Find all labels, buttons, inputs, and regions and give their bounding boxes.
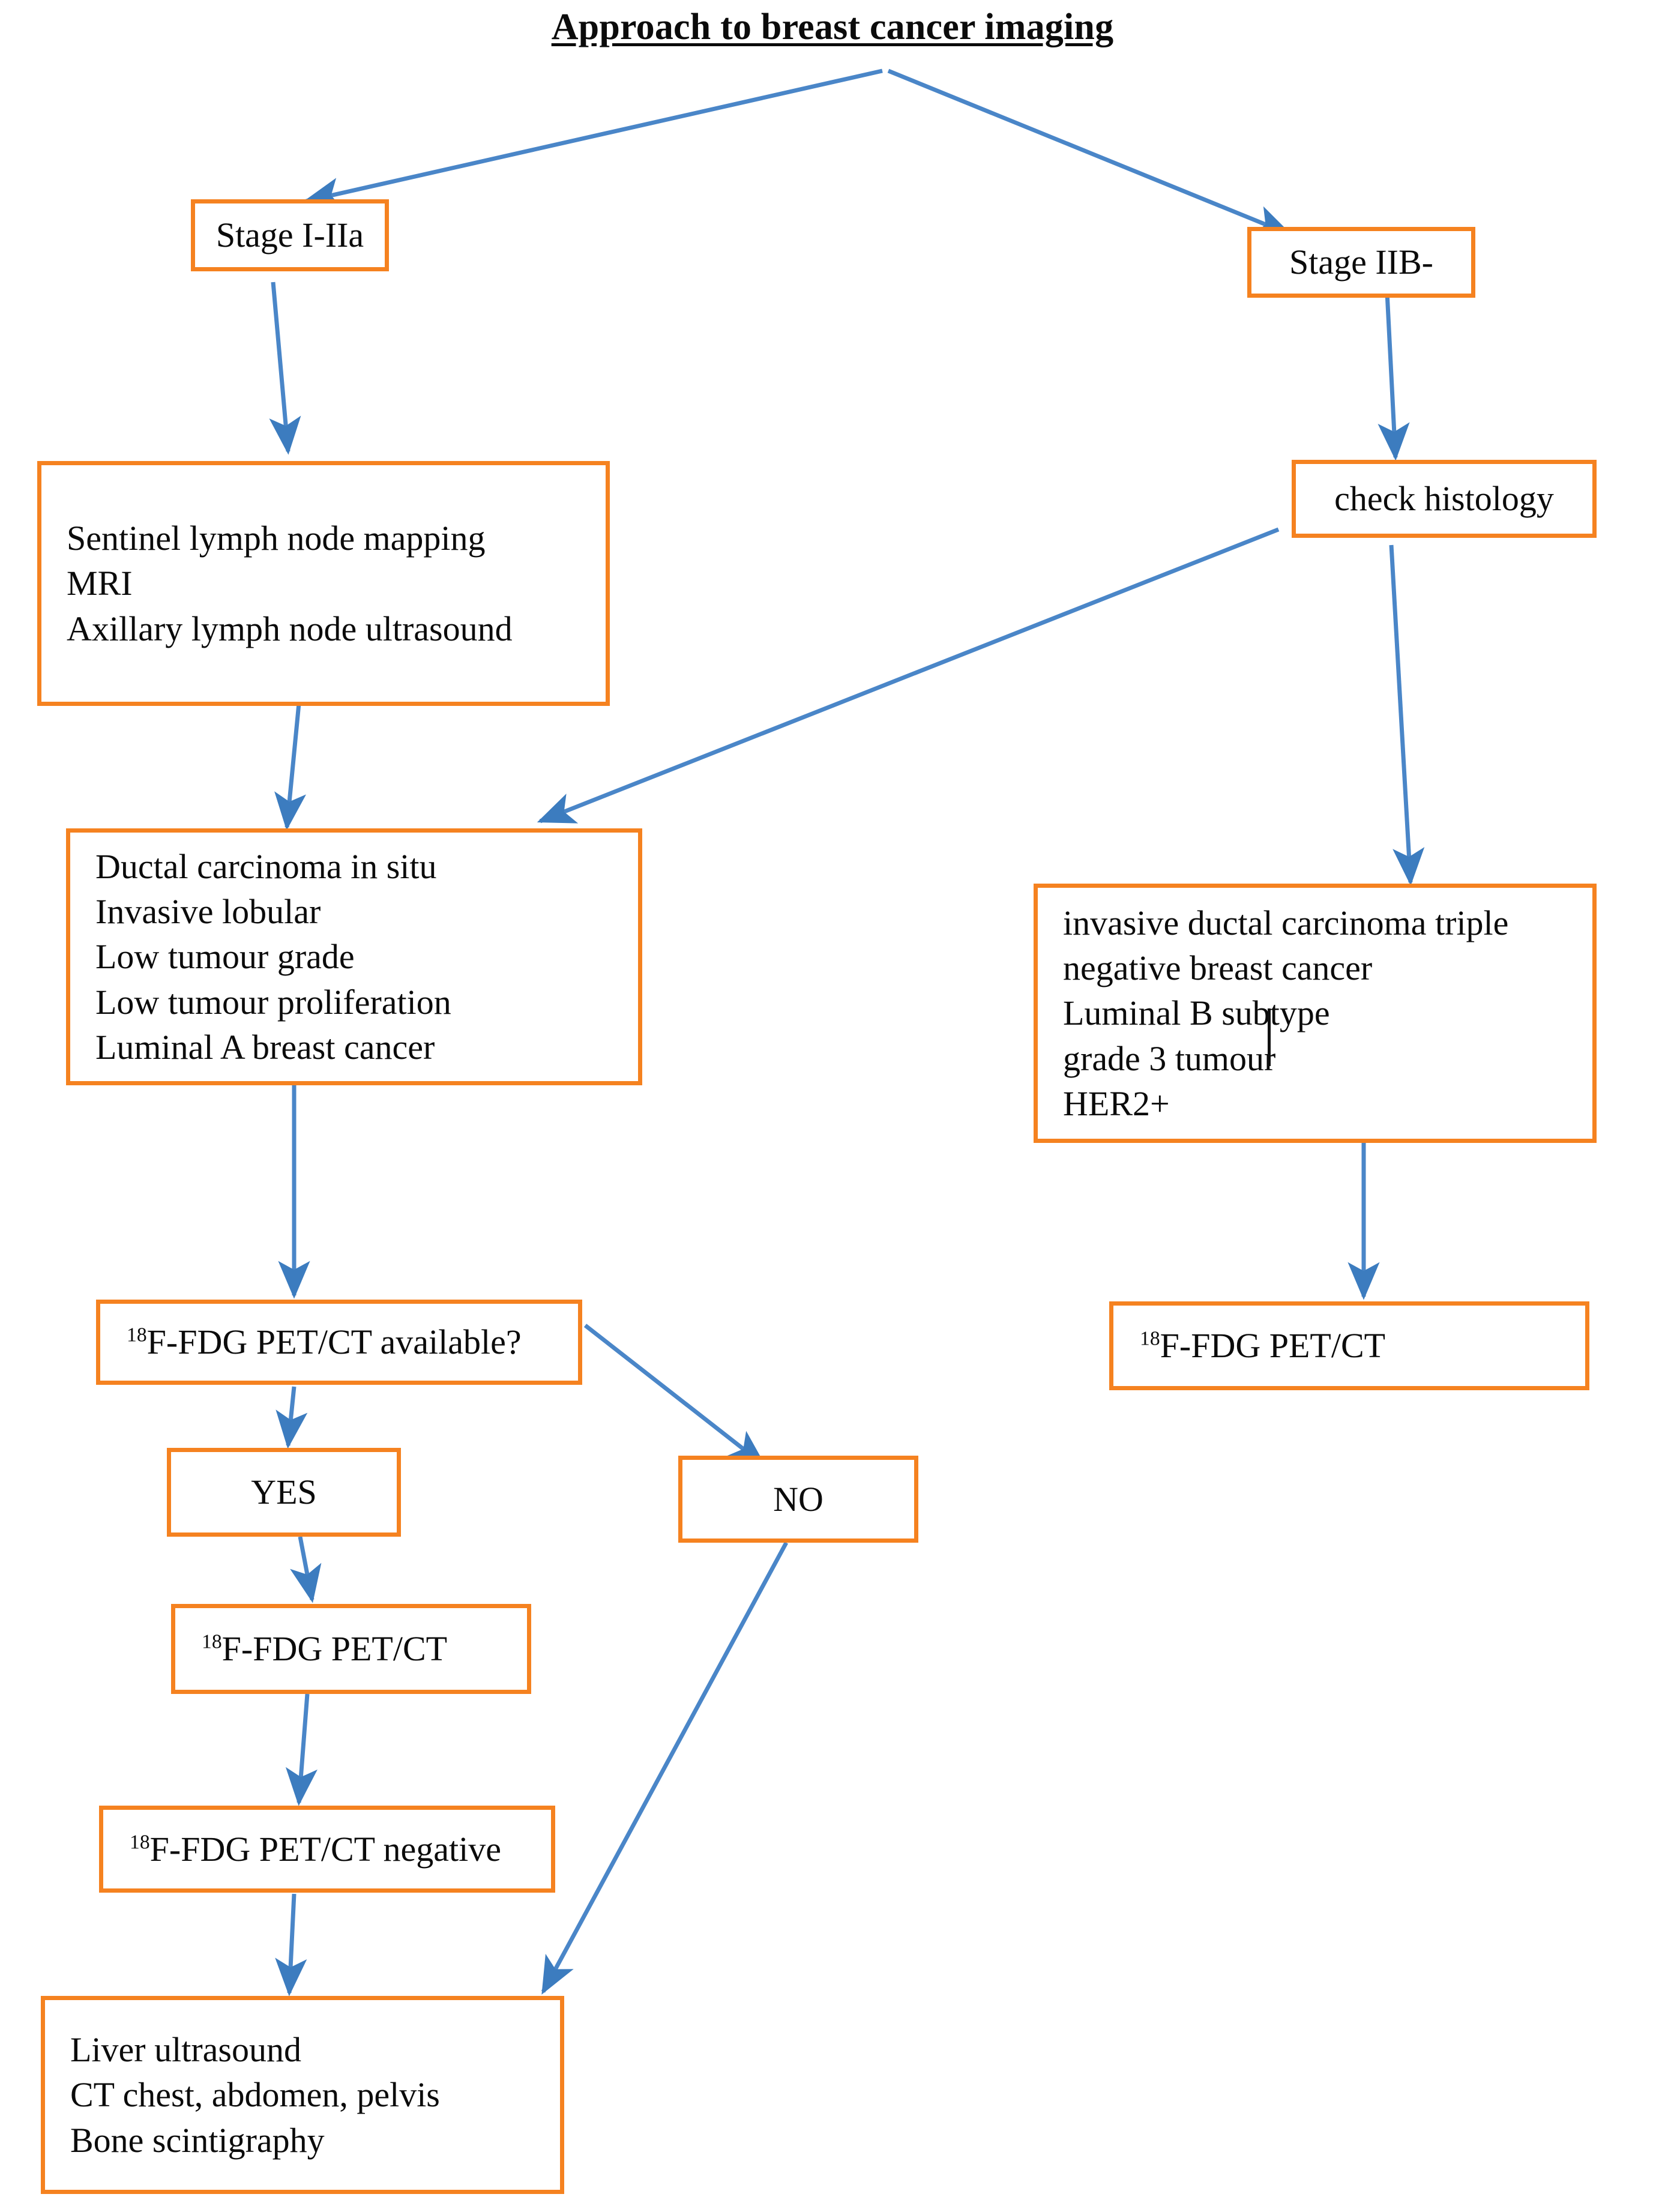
node-pet-ct-negative-label: 18F-FDG PET/CT negative <box>130 1827 501 1872</box>
node-high-risk-line: negative breast cancer <box>1063 948 1373 987</box>
text-cursor-artifact <box>1268 1008 1271 1066</box>
node-stage-i-iia[interactable]: Stage I-IIa <box>191 199 389 271</box>
node-yes-label: YES <box>251 1472 317 1512</box>
node-high-risk-line: invasive ductal carcinoma triple <box>1063 903 1509 942</box>
node-low-risk-line: Low tumour grade <box>95 937 355 977</box>
edge-petavail-to-yes <box>275 1386 308 1449</box>
node-high-risk-line: grade 3 tumour <box>1063 1038 1276 1078</box>
node-pet-ct-left-label: 18F-FDG PET/CT <box>202 1626 447 1671</box>
node-pet-ct-right-text: F-FDG PET/CT <box>1160 1326 1386 1366</box>
node-pet-ct-available-label: 18F-FDG PET/CT available? <box>127 1319 522 1364</box>
superscript-18: 18 <box>130 1831 150 1854</box>
superscript-18: 18 <box>202 1630 222 1653</box>
node-no[interactable]: NO <box>678 1456 918 1543</box>
node-low-risk-line: Invasive lobular <box>95 891 321 931</box>
edge-stage2-to-histology <box>1377 280 1410 461</box>
node-check-histology[interactable]: check histology <box>1292 460 1597 538</box>
node-high-risk-line: HER2+ <box>1063 1084 1170 1124</box>
page-title-text: Approach to breast cancer imaging <box>551 7 1114 47</box>
edge-petavail-to-no <box>583 1324 766 1467</box>
page-title: Approach to breast cancer imaging <box>0 6 1665 49</box>
node-low-risk-line: Low tumour proliferation <box>95 982 451 1022</box>
edge-title-to-stage2 <box>887 68 1293 237</box>
node-pet-ct-available-text: F-FDG PET/CT available? <box>146 1322 522 1362</box>
node-pet-ct-available[interactable]: 18F-FDG PET/CT available? <box>96 1300 582 1385</box>
node-pet-ct-negative[interactable]: 18F-FDG PET/CT negative <box>99 1806 555 1893</box>
edge-no-to-conventional <box>541 1541 789 1995</box>
node-low-risk-histology[interactable]: Ductal carcinoma in situ Invasive lobula… <box>66 828 642 1085</box>
node-early-workup[interactable]: Sentinel lymph node mapping MRI Axillary… <box>37 461 610 706</box>
node-yes[interactable]: YES <box>167 1448 401 1537</box>
node-pet-ct-right[interactable]: 18F-FDG PET/CT <box>1109 1301 1589 1390</box>
node-high-risk-histology[interactable]: invasive ductal carcinoma triple negativ… <box>1034 884 1597 1143</box>
edge-workup-to-lowrisk <box>274 703 307 831</box>
superscript-18: 18 <box>127 1324 147 1346</box>
node-stage-i-iia-label: Stage I-IIa <box>215 215 364 255</box>
edge-histology-to-highrisk <box>1389 544 1425 886</box>
node-conventional-line: Liver ultrasound <box>70 2030 301 2069</box>
node-early-workup-line: Axillary lymph node ultrasound <box>67 609 513 648</box>
edge-petneg-to-conventional <box>275 1893 307 1997</box>
node-pet-ct-right-label: 18F-FDG PET/CT <box>1140 1323 1385 1368</box>
node-pet-ct-left[interactable]: 18F-FDG PET/CT <box>171 1604 531 1694</box>
edge-histology-to-lowrisk <box>537 527 1280 824</box>
node-check-histology-label: check histology <box>1334 479 1554 519</box>
node-no-label: NO <box>773 1479 823 1519</box>
edge-yes-to-petleft <box>290 1536 322 1603</box>
edge-stage1-to-workup <box>269 282 301 455</box>
node-conventional-line: Bone scintigraphy <box>70 2120 325 2160</box>
edge-title-to-stage1 <box>303 68 883 209</box>
node-conventional-imaging[interactable]: Liver ultrasound CT chest, abdomen, pelv… <box>41 1996 564 2194</box>
superscript-18: 18 <box>1140 1327 1160 1350</box>
node-low-risk-line: Ductal carcinoma in situ <box>95 846 437 886</box>
node-pet-ct-negative-text: F-FDG PET/CT negative <box>149 1829 501 1869</box>
node-high-risk-line: Luminal B subtype <box>1063 993 1330 1033</box>
node-pet-ct-left-text: F-FDG PET/CT <box>221 1629 448 1669</box>
edge-petleft-to-petneg <box>285 1693 318 1806</box>
node-stage-iib[interactable]: Stage IIB- <box>1247 227 1475 298</box>
node-early-workup-line: MRI <box>67 564 133 603</box>
node-conventional-line: CT chest, abdomen, pelvis <box>70 2075 440 2115</box>
node-stage-iib-label: Stage IIB- <box>1289 243 1433 282</box>
node-early-workup-line: Sentinel lymph node mapping <box>67 518 486 558</box>
node-low-risk-line: Luminal A breast cancer <box>95 1028 435 1067</box>
